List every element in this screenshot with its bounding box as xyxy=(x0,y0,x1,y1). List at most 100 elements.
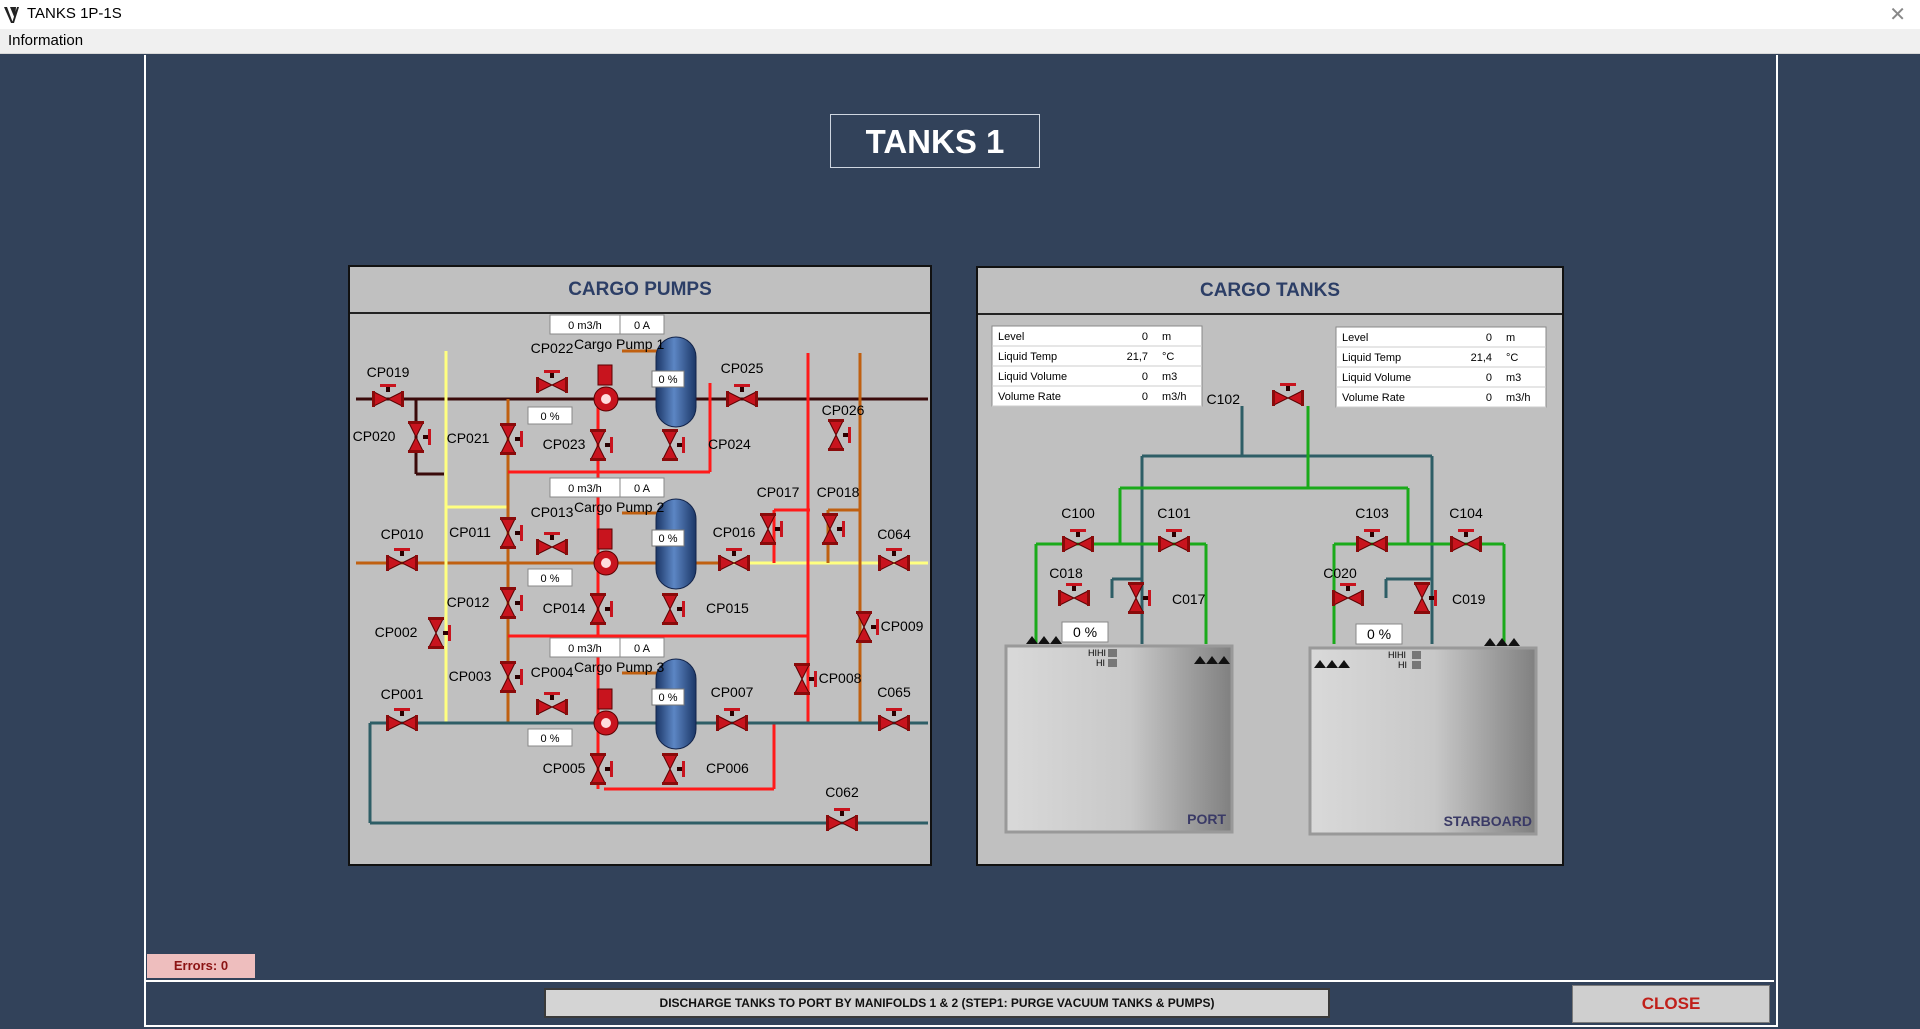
port-reading-value: 0 xyxy=(1142,371,1148,383)
valve-label: C018 xyxy=(1049,565,1083,581)
valve-icon xyxy=(1355,528,1389,553)
window-close-icon[interactable]: ✕ xyxy=(1889,4,1906,26)
valve-cp013[interactable]: CP013 xyxy=(531,504,574,556)
pump-2-motor-icon[interactable] xyxy=(593,528,619,576)
valve-cp026[interactable]: CP026 xyxy=(822,402,865,452)
valve-label: CP013 xyxy=(531,504,574,520)
menu-bar: Information xyxy=(0,29,1920,54)
pump-3-flow: 0 m3/h xyxy=(568,643,602,655)
valve-c103[interactable]: C103 xyxy=(1355,505,1389,553)
valve-cp012[interactable]: CP012 xyxy=(447,586,524,620)
valve-cp021[interactable]: CP021 xyxy=(447,422,524,456)
valve-c100[interactable]: C100 xyxy=(1061,505,1095,553)
starboard-reading-value: 0 xyxy=(1486,372,1492,384)
pump-1-motor-icon[interactable] xyxy=(593,364,619,412)
valve-label: CP023 xyxy=(543,436,586,452)
starboard-reading-unit: °C xyxy=(1506,352,1518,364)
port-tank[interactable]: PORT HIHI HI xyxy=(1004,644,1234,834)
valve-cp017[interactable]: CP017 xyxy=(757,484,800,546)
valve-icon xyxy=(1061,528,1095,553)
valve-icon xyxy=(661,592,686,626)
port-reading-unit: m3/h xyxy=(1162,391,1186,403)
valve-label: CP022 xyxy=(531,340,574,356)
valve-cp024[interactable]: CP024 xyxy=(661,428,751,462)
valve-cp009[interactable]: CP009 xyxy=(855,610,924,644)
valve-icon xyxy=(1057,582,1091,607)
errors-indicator: Errors: 0 xyxy=(147,954,255,978)
close-button[interactable]: CLOSE xyxy=(1572,985,1770,1023)
valve-icon xyxy=(499,586,524,620)
valve-icon xyxy=(821,512,846,546)
pump-vessel-3[interactable]: 0 % xyxy=(651,658,697,750)
valve-label: CP006 xyxy=(706,760,749,776)
svg-text:0 %: 0 % xyxy=(541,733,560,745)
pump-vessel-1[interactable]: 0 % xyxy=(651,336,697,428)
valve-label: CP003 xyxy=(449,668,492,684)
valve-label: C103 xyxy=(1355,505,1389,521)
valve-c104[interactable]: C104 xyxy=(1449,505,1483,553)
valve-label: CP004 xyxy=(531,664,574,680)
port-reading-unit: m xyxy=(1162,331,1171,343)
starboard-tank[interactable]: STARBOARD HIHI HI xyxy=(1308,646,1538,836)
valve-cp010[interactable]: CP010 xyxy=(381,526,424,572)
valve-cp022[interactable]: CP022 xyxy=(531,340,574,394)
pump-3-motor-icon[interactable] xyxy=(593,688,619,736)
valve-c019[interactable]: C019 xyxy=(1413,581,1486,615)
pump-vessel-2[interactable]: 0 % xyxy=(651,498,697,590)
valve-cp007[interactable]: CP007 xyxy=(711,684,754,732)
valve-c020[interactable]: C020 xyxy=(1323,565,1365,607)
valve-cp020[interactable]: CP020 xyxy=(353,420,432,454)
valve-c018[interactable]: C018 xyxy=(1049,565,1091,607)
valve-cp011[interactable]: CP011 xyxy=(449,516,524,550)
valve-cp008[interactable]: CP008 xyxy=(793,662,862,696)
valve-icon xyxy=(1413,581,1438,615)
valve-icon xyxy=(427,616,452,650)
starboard-reading-unit: m xyxy=(1506,332,1515,344)
valve-cp003[interactable]: CP003 xyxy=(449,660,524,694)
valve-cp014[interactable]: CP014 xyxy=(543,592,614,626)
valve-label: CP016 xyxy=(713,524,756,540)
valve-cp015[interactable]: CP015 xyxy=(661,592,749,626)
valve-icon xyxy=(499,660,524,694)
pump-2-name: Cargo Pump 2 xyxy=(574,499,664,515)
valve-label: C104 xyxy=(1449,505,1483,521)
valve-icon xyxy=(759,512,784,546)
pump-3-current: 0 A xyxy=(634,643,651,655)
valve-icon xyxy=(725,383,759,408)
valve-label: CP008 xyxy=(819,670,862,686)
valve-label: C020 xyxy=(1323,565,1357,581)
valve-cp004[interactable]: CP004 xyxy=(531,664,574,716)
valve-label: C019 xyxy=(1452,591,1486,607)
valve-cp006[interactable]: CP006 xyxy=(661,752,749,786)
valve-icon xyxy=(535,531,569,556)
valve-c017[interactable]: C017 xyxy=(1127,581,1206,615)
valve-label: CP024 xyxy=(708,436,751,452)
valve-cp005[interactable]: CP005 xyxy=(543,752,614,786)
valve-icon xyxy=(877,707,911,732)
valve-cp016[interactable]: CP016 xyxy=(713,524,756,572)
port-alarm-hihi: HIHI xyxy=(1088,648,1106,658)
menu-information[interactable]: Information xyxy=(8,32,84,49)
valve-c102[interactable]: C102 xyxy=(1207,382,1305,407)
valve-label: CP001 xyxy=(381,686,424,702)
pump-2-readout: 0 m3/h 0 A Cargo Pump 2 xyxy=(549,477,665,515)
svg-text:0 %: 0 % xyxy=(1367,626,1391,642)
valve-cp023[interactable]: CP023 xyxy=(543,428,614,462)
valve-c065[interactable]: C065 xyxy=(877,684,911,732)
starboard-reading-unit: m3/h xyxy=(1506,392,1530,404)
title-bar: TANKS 1P-1S ✕ xyxy=(0,0,1920,29)
valve-c062[interactable]: C062 xyxy=(825,784,859,832)
valve-icon xyxy=(717,547,751,572)
valve-cp025[interactable]: CP025 xyxy=(721,360,764,408)
valve-cp018[interactable]: CP018 xyxy=(817,484,860,546)
valve-c101[interactable]: C101 xyxy=(1157,505,1191,553)
valve-cp019[interactable]: CP019 xyxy=(367,364,410,408)
valve-cp002[interactable]: CP002 xyxy=(375,616,452,650)
valve-cp001[interactable]: CP001 xyxy=(381,686,424,732)
valve-c064[interactable]: C064 xyxy=(877,526,911,572)
valve-icon xyxy=(385,547,419,572)
cargo-pumps-diagram: 0 % 0 % 0 % 0 m3/h 0 A Cargo Pump 1 0 m3… xyxy=(353,314,928,832)
starboard-alarm-hi: HI xyxy=(1398,660,1407,670)
pump-2-current: 0 A xyxy=(634,483,651,495)
